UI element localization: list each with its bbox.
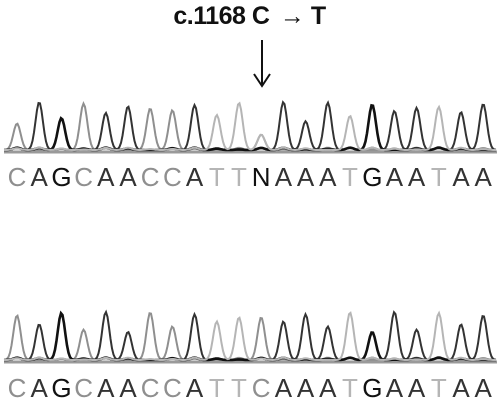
base-letter: A — [474, 162, 492, 192]
chromatogram-wildtype — [3, 309, 497, 364]
base-letter: A — [185, 373, 204, 403]
base-letter: A — [30, 373, 48, 403]
base-letter: C — [74, 162, 93, 192]
mutation-alt: T — [310, 2, 326, 30]
base-letter: T — [208, 373, 225, 403]
base-letter: A — [407, 162, 426, 192]
chromatogram-mutant — [3, 100, 497, 154]
base-letter: A — [385, 162, 404, 192]
base-letter: A — [119, 373, 137, 403]
base-letter: A — [319, 373, 337, 403]
base-letter: C — [74, 373, 93, 403]
base-letter: A — [274, 162, 293, 192]
base-letter: G — [51, 162, 72, 192]
base-letter: T — [231, 373, 247, 403]
base-letter: A — [119, 162, 137, 192]
base-letter: A — [97, 373, 115, 403]
base-letter: A — [385, 373, 404, 403]
base-letter: A — [296, 373, 315, 403]
base-letter: G — [51, 373, 72, 403]
mutation-title: c.1168 C → T — [0, 2, 499, 31]
base-letter: A — [319, 162, 337, 192]
trace-t — [4, 101, 496, 152]
mutation-arrow: → — [279, 2, 305, 30]
base-letter: T — [231, 162, 247, 192]
base-letter: G — [362, 373, 383, 403]
base-letter: T — [342, 162, 358, 192]
base-letter: G — [362, 162, 383, 192]
base-letter: A — [97, 162, 115, 192]
base-letter: A — [274, 373, 293, 403]
base-letter: T — [430, 373, 447, 403]
base-letter: C — [7, 373, 27, 403]
base-letter: T — [430, 162, 447, 192]
base-letter: A — [185, 162, 204, 192]
base-letter: A — [296, 162, 315, 192]
base-letter: N — [251, 162, 271, 192]
trace-a — [4, 100, 497, 152]
trace-t — [4, 310, 496, 362]
base-letter: C — [7, 162, 27, 192]
base-letter: T — [342, 373, 358, 403]
mutation-label: c.1168 C — [173, 2, 270, 30]
base-letter: C — [163, 162, 182, 192]
base-letter: A — [30, 162, 48, 192]
base-letter: C — [140, 373, 160, 403]
base-letter: C — [163, 373, 182, 403]
base-letter: C — [251, 373, 271, 403]
base-letter: A — [452, 162, 470, 192]
mutation-pointer-arrow — [253, 40, 271, 88]
base-letter: A — [407, 373, 426, 403]
base-letter: A — [474, 373, 492, 403]
base-letter: T — [208, 162, 225, 192]
base-letter: C — [140, 162, 160, 192]
base-letter: A — [452, 373, 470, 403]
trace-c — [3, 100, 496, 152]
trace-g — [4, 103, 496, 152]
